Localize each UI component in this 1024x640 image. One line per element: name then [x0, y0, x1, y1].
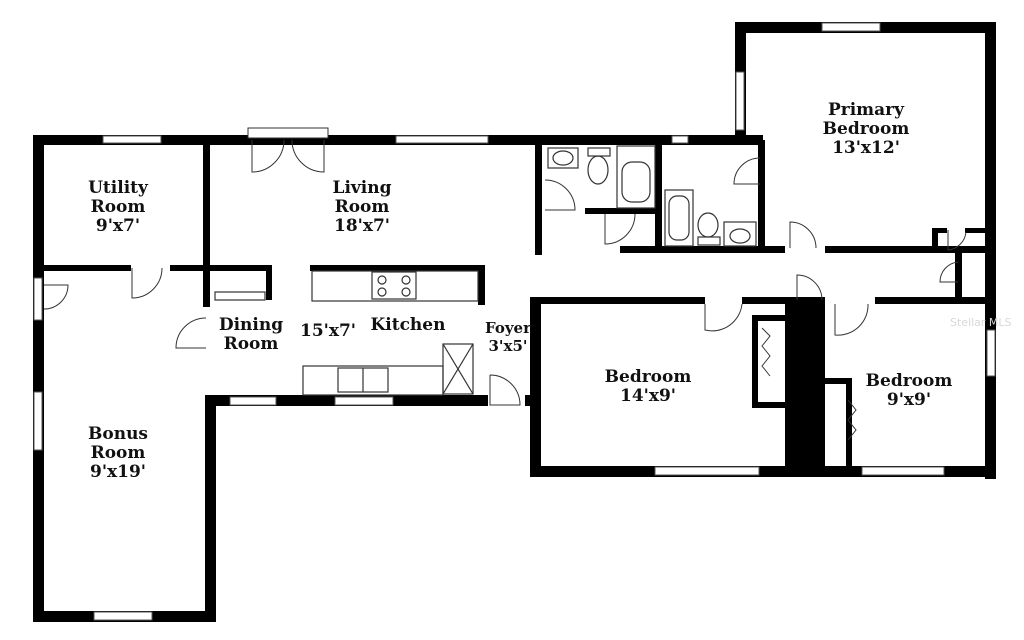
toilet — [587, 155, 609, 185]
toilet — [697, 212, 719, 238]
wall-closet-b1-bottom — [752, 402, 787, 408]
window — [654, 466, 760, 476]
wall-bedroom-top-2 — [742, 297, 795, 304]
doors — [43, 127, 967, 441]
wall-closet-b1-left — [752, 315, 758, 407]
window — [671, 135, 689, 144]
wall-bonus-right — [205, 397, 216, 622]
window — [861, 466, 945, 476]
room-name: Bedroom — [605, 367, 692, 387]
window — [395, 135, 489, 144]
pantry — [214, 291, 266, 301]
kitchen-counter-lower — [302, 365, 444, 396]
room-name: Living — [333, 178, 392, 198]
window — [93, 611, 153, 621]
kitchen-counter-upper — [311, 270, 479, 302]
room-name: Kitchen — [371, 315, 446, 335]
wall-utility-living — [203, 135, 210, 307]
room-dimensions: 9'x7' — [96, 216, 140, 236]
wall-hall-top-2 — [825, 246, 985, 253]
room-name: Bedroom — [866, 371, 953, 391]
bathtub — [664, 189, 694, 247]
wall-bath-mid — [585, 208, 660, 214]
window — [821, 22, 881, 32]
wall-closet-b2-right — [846, 378, 852, 473]
wall-utility-bottom-2 — [170, 265, 210, 271]
window — [229, 396, 277, 406]
room-dimensions: 3'x5' — [488, 337, 527, 355]
room-dimensions: 13'x12' — [832, 138, 900, 158]
wall-closet-b2-top — [822, 378, 852, 384]
room-name: Primary — [828, 100, 905, 120]
wall-central-column — [785, 297, 825, 477]
wall-closet-top — [932, 228, 947, 233]
window — [102, 135, 162, 144]
bathroom-sink — [547, 147, 579, 169]
bathroom-sink — [723, 221, 757, 247]
wall-bedroom-top — [530, 297, 705, 304]
wall-bedrooms-bottom — [530, 466, 996, 477]
wall-pantry-right — [266, 265, 272, 300]
window — [334, 396, 394, 406]
room-dimensions: 15'x7' — [300, 321, 356, 341]
wall-bath2-right — [758, 140, 765, 253]
room-name: Bonus — [88, 424, 148, 444]
wall-pantry-top — [210, 265, 272, 271]
wall-bath-divider — [655, 145, 662, 253]
watermark: Stellar MLS — [950, 316, 1012, 329]
window — [33, 277, 43, 321]
wall-closet-left — [932, 228, 938, 253]
wall-bedroom1-left — [530, 297, 541, 477]
wall-utility-bottom — [33, 265, 131, 271]
wall-kitchen-upper — [310, 265, 485, 271]
wall-closet-right — [965, 228, 985, 233]
wall-bath-left — [535, 135, 542, 255]
room-dimensions: 14'x9' — [620, 386, 676, 406]
room-name: Utility — [88, 178, 149, 198]
room-name: Dining — [219, 315, 283, 335]
room-dimensions: 9'x19' — [90, 462, 146, 482]
wall-bedroom-top-3 — [875, 297, 990, 304]
wall-left-outer — [33, 135, 44, 621]
windows — [33, 22, 996, 621]
room-name: Room — [91, 443, 146, 463]
stove — [371, 271, 417, 300]
room-name: Room — [224, 334, 279, 354]
window — [33, 391, 43, 451]
room-name: Room — [335, 197, 390, 217]
refrigerator — [442, 343, 474, 395]
window — [735, 71, 745, 131]
room-name: Foyer — [485, 319, 532, 337]
fixtures — [214, 145, 757, 396]
wall-right-outer — [985, 22, 996, 479]
room-name: Bedroom — [823, 119, 910, 139]
wall-closet2 — [955, 253, 962, 303]
window — [986, 329, 996, 377]
room-dimensions: 9'x9' — [887, 390, 931, 410]
bathtub — [616, 145, 656, 209]
room-labels: Utility Room 9'x7' Living Room 18'x7' Pr… — [88, 100, 952, 482]
wall-kitchen-upper-right — [478, 265, 485, 305]
wall-hall-top — [620, 246, 785, 253]
room-name: Room — [91, 197, 146, 217]
wall-closet-b1-top — [752, 315, 787, 321]
room-dimensions: 18'x7' — [334, 216, 390, 236]
